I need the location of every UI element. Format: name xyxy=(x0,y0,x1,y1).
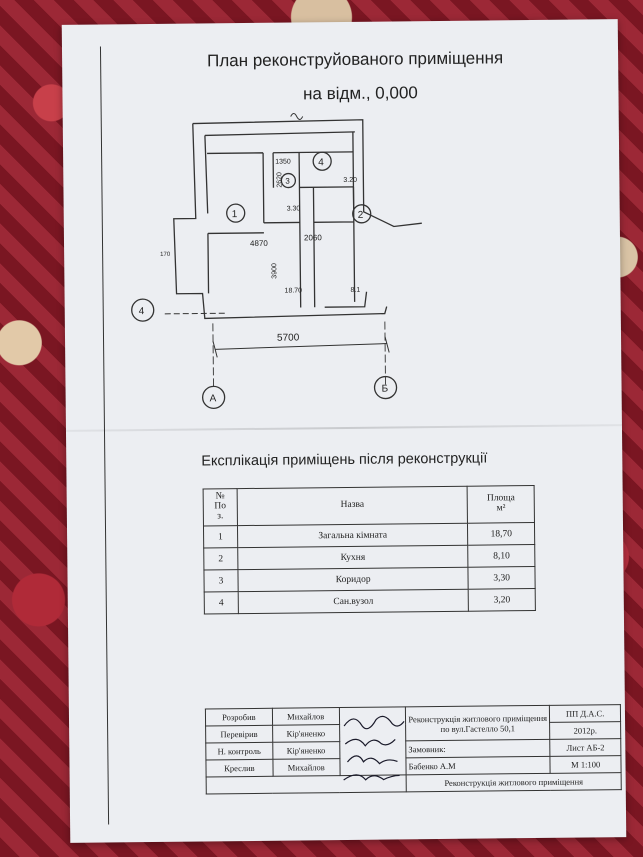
axis-4-label: 4 xyxy=(139,306,145,317)
explication-header-row: № По з. Назва Площа м² xyxy=(203,485,535,526)
dim-81: 8.1 xyxy=(350,287,360,294)
sheet-number: Лист АБ-2 xyxy=(550,738,621,757)
room-1-number: 1 xyxy=(232,209,238,220)
row-area: 3,30 xyxy=(468,566,536,590)
room-4-marker xyxy=(312,151,332,171)
dim-1350: 1350 xyxy=(275,159,291,166)
row-no: 3 xyxy=(203,569,239,592)
room-2-marker xyxy=(352,204,372,224)
customer-label: Замовник: xyxy=(405,739,551,758)
role-checked: Перевірив xyxy=(205,725,273,743)
room-3-marker xyxy=(280,172,297,189)
signature-2 xyxy=(344,738,396,747)
row-area: 18,70 xyxy=(467,522,535,546)
floor-plan: 1 2 3 4 1350 2620 3.30 3.20 4870 2060 39… xyxy=(131,113,422,410)
signature-4 xyxy=(343,774,400,781)
header-area: Площа м² xyxy=(467,485,535,524)
dim-1870: 18.70 xyxy=(284,287,302,294)
row-name: Кухня xyxy=(237,545,469,570)
dim-4870: 4870 xyxy=(250,239,268,248)
axis-a-marker xyxy=(201,385,226,410)
stamp-row: Реконструкція житлового приміщення xyxy=(206,772,622,794)
table-row: 4 Сан.вузол 3,20 xyxy=(204,588,536,614)
row-name: Коридор xyxy=(237,567,469,592)
document-sheet: План реконструйованого приміщення на від… xyxy=(61,19,627,843)
row-area: 3,20 xyxy=(468,588,536,612)
room-3-number: 3 xyxy=(285,177,290,186)
axis-b-label: Б xyxy=(382,384,389,395)
explication-table: № По з. Назва Площа м² 1 Загальна кімнат… xyxy=(203,485,536,614)
name-developed: Михайлов xyxy=(272,707,340,726)
year: 2012р. xyxy=(549,721,621,740)
title-block: Розробив Михайлов Реконструкція житловог… xyxy=(205,704,622,794)
scale: М 1:100 xyxy=(550,755,622,774)
dim-3900: 3900 xyxy=(271,263,278,279)
company-name: ПП Д.А.С. xyxy=(549,704,621,723)
dim-320: 3.20 xyxy=(343,177,357,184)
handwritten-signatures xyxy=(343,715,405,781)
role-drawn: Креслив xyxy=(205,759,273,777)
name-checked: Кір'яненко xyxy=(272,724,340,743)
axis-4-marker xyxy=(131,298,155,322)
dim-330: 3.30 xyxy=(287,205,301,212)
room-1-marker xyxy=(226,203,246,223)
customer-name: Бабенко А.М xyxy=(405,756,551,775)
dimension-line-5700 xyxy=(215,343,388,350)
dim-170: 170 xyxy=(160,252,171,258)
row-area: 8,10 xyxy=(468,544,535,568)
row-no: 4 xyxy=(204,591,239,614)
dim-5700: 5700 xyxy=(277,332,300,343)
outer-wall-top xyxy=(192,119,422,228)
room-2-number: 2 xyxy=(358,210,364,221)
header-no: № По з. xyxy=(203,488,238,526)
stamp-footer: Реконструкція житлового приміщення xyxy=(406,772,622,792)
axis-b-marker xyxy=(373,375,398,400)
project-name: Реконструкція житлового приміщення по ву… xyxy=(405,705,551,741)
name-norm-control: Кір'яненко xyxy=(272,741,340,760)
row-no: 2 xyxy=(203,547,238,570)
outer-wall-left xyxy=(173,123,388,320)
partition-corridor xyxy=(298,152,316,308)
role-developed: Розробив xyxy=(205,708,273,726)
partition-room1 xyxy=(207,152,300,224)
signature-1 xyxy=(343,715,405,730)
name-drawn: Михайлов xyxy=(272,758,340,777)
axis-a-label: А xyxy=(210,393,217,404)
room-4-number: 4 xyxy=(318,157,324,168)
role-norm-control: Н. контроль xyxy=(205,742,273,760)
dim-2060: 2060 xyxy=(304,233,322,242)
row-name: Сан.вузол xyxy=(238,589,469,614)
header-name: Назва xyxy=(236,486,468,526)
row-no: 1 xyxy=(203,525,238,548)
signature-3 xyxy=(347,755,398,765)
row-name: Загальна кімната xyxy=(237,523,469,548)
dim-2620: 2620 xyxy=(276,172,283,188)
